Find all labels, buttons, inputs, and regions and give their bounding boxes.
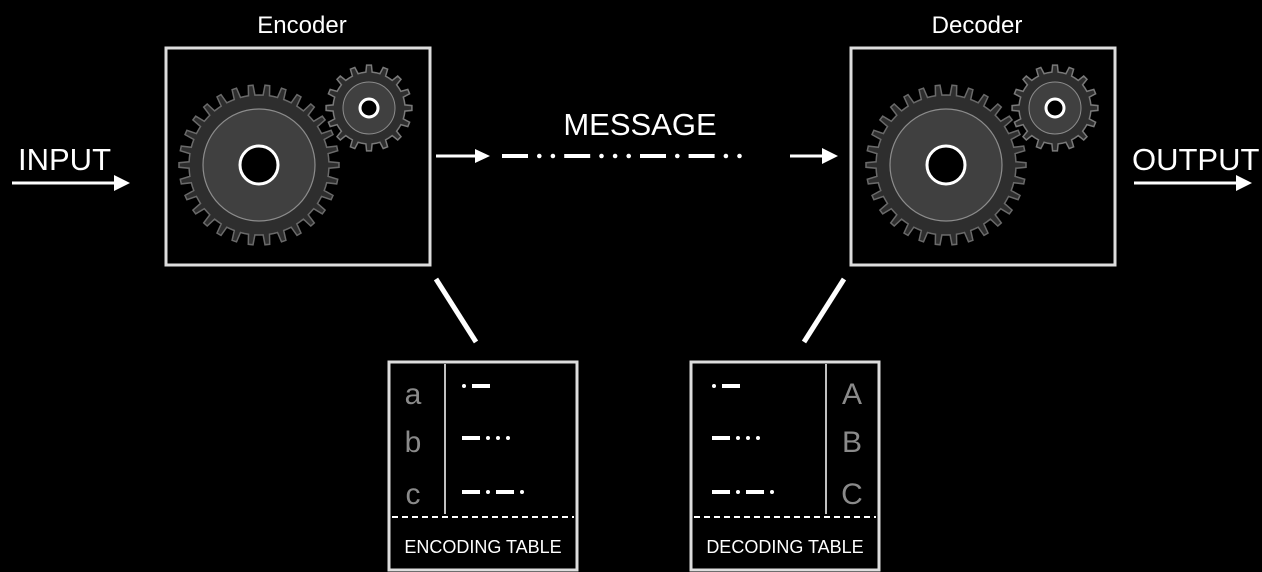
encoding-table-caption: ENCODING TABLE	[404, 537, 561, 557]
big-gear-icon	[178, 84, 340, 246]
encoder: Encoder	[164, 12, 432, 267]
decoding-table-caption: DECODING TABLE	[706, 537, 863, 557]
morse-dot	[770, 490, 774, 494]
output-section: OUTPUT	[1132, 142, 1260, 191]
morse-code	[712, 384, 740, 388]
input-arrow-head	[114, 175, 130, 191]
decoder: Decoder	[849, 12, 1117, 267]
morse-dot	[723, 153, 729, 159]
morse-dot	[612, 153, 618, 159]
morse-code	[712, 436, 760, 440]
input-section: INPUT	[12, 142, 130, 191]
morse-dot	[599, 153, 604, 159]
output-label: OUTPUT	[1132, 142, 1260, 177]
input-label: INPUT	[18, 142, 111, 177]
morse-dot	[486, 490, 490, 494]
encoding-table: a b c ENCODING TABLE	[387, 360, 579, 572]
morse-dot	[462, 384, 466, 388]
morse-dot	[486, 436, 490, 440]
small-gear-icon	[1011, 64, 1099, 152]
decoding-table-letter: B	[842, 426, 862, 459]
encoder-table-connector	[433, 277, 479, 344]
message-start-arrow-head	[475, 149, 490, 163]
decoding-table-letter: C	[841, 478, 863, 511]
morse-dot	[756, 436, 760, 440]
small-gear-icon	[325, 64, 413, 152]
morse-dot	[736, 490, 740, 494]
decoder-box	[849, 46, 1117, 267]
morse-dot	[746, 436, 750, 440]
morse-code	[462, 384, 490, 388]
morse-dot	[550, 153, 556, 159]
morse-dot	[626, 153, 631, 159]
morse-dot	[736, 436, 740, 440]
big-gear-icon	[865, 84, 1027, 246]
message-label: MESSAGE	[563, 107, 716, 142]
morse-code	[462, 436, 510, 440]
output-arrow-head	[1236, 175, 1252, 191]
decoder-title: Decoder	[932, 12, 1023, 39]
encoding-table-box	[387, 360, 579, 572]
encoder-box	[164, 46, 432, 267]
morse-dot	[506, 436, 510, 440]
morse-code	[712, 490, 774, 494]
message-section: MESSAGE	[436, 107, 838, 164]
morse-dot	[737, 153, 742, 159]
encoding-table-letter: c	[406, 478, 421, 511]
decoder-table-connector	[801, 277, 847, 344]
encoding-table-letter: a	[405, 378, 422, 411]
encoder-gears-icon	[178, 64, 413, 246]
morse-dot	[520, 490, 524, 494]
decoding-table-letter: A	[842, 378, 862, 411]
decoding-table-box	[689, 360, 881, 572]
message-end-arrow-head	[822, 148, 838, 164]
decoding-table: A B C DECODING TABLE	[689, 360, 881, 572]
message-signal	[502, 153, 826, 159]
encoder-title: Encoder	[257, 12, 346, 39]
encoding-table-letter: b	[405, 426, 422, 459]
morse-dot	[712, 384, 716, 388]
morse-dot	[675, 153, 680, 159]
morse-code	[462, 490, 524, 494]
morse-dot	[496, 436, 500, 440]
morse-dot	[537, 153, 542, 159]
decoder-gears-icon	[865, 64, 1099, 246]
